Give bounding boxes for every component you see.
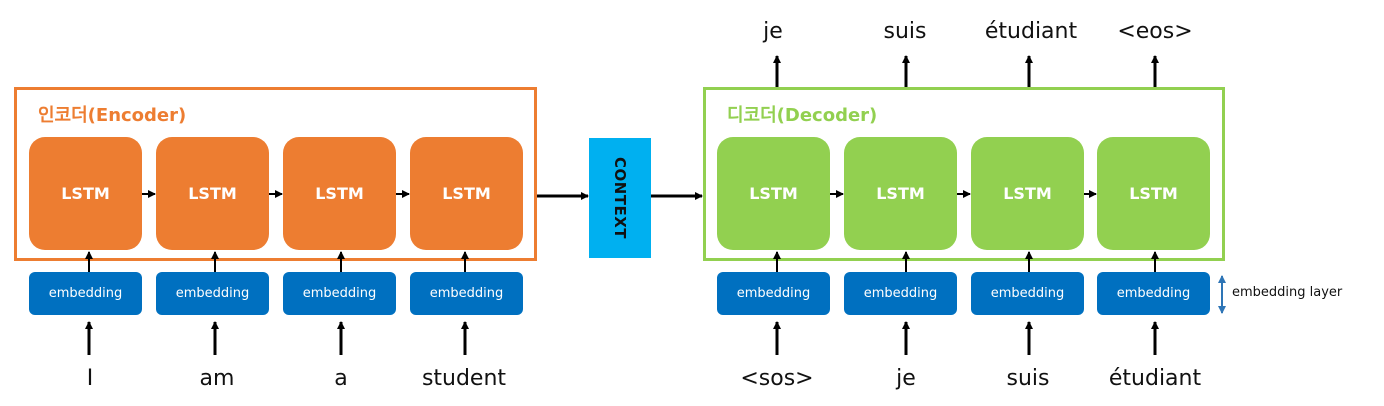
decoder-lstm-cell: LSTM bbox=[1097, 137, 1210, 250]
encoder-lstm-cell: LSTM bbox=[156, 137, 269, 250]
encoder-embedding: embedding bbox=[156, 272, 269, 315]
decoder-embedding: embedding bbox=[971, 272, 1084, 315]
decoder-title: 디코더(Decoder) bbox=[727, 105, 878, 126]
encoder-input-word: am bbox=[199, 366, 235, 391]
encoder-embedding: embedding bbox=[283, 272, 396, 315]
encoder-input-word: student bbox=[421, 366, 507, 391]
decoder-lstm-cell: LSTM bbox=[844, 137, 957, 250]
decoder-output-word: <eos> bbox=[1117, 19, 1193, 44]
embedding-layer-label: embedding layer bbox=[1232, 285, 1343, 300]
decoder-lstm-cell: LSTM bbox=[971, 137, 1084, 250]
decoder-embedding: embedding bbox=[844, 272, 957, 315]
decoder-output-word: suis bbox=[883, 19, 927, 44]
decoder-input-word: suis bbox=[1006, 366, 1050, 391]
decoder-output-word: je bbox=[763, 19, 783, 44]
encoder-input-word: I bbox=[86, 366, 94, 391]
encoder-box bbox=[14, 87, 537, 261]
decoder-input-word: je bbox=[896, 366, 916, 391]
encoder-lstm-cell: LSTM bbox=[283, 137, 396, 250]
encoder-embedding: embedding bbox=[410, 272, 523, 315]
decoder-lstm-cell: LSTM bbox=[717, 137, 830, 250]
decoder-embedding: embedding bbox=[1097, 272, 1210, 315]
encoder-lstm-cell: LSTM bbox=[29, 137, 142, 250]
decoder-box bbox=[703, 87, 1225, 261]
context-vector: CONTEXT bbox=[589, 138, 651, 258]
encoder-lstm-cell: LSTM bbox=[410, 137, 523, 250]
encoder-title: 인코더(Encoder) bbox=[38, 105, 187, 126]
decoder-input-word: étudiant bbox=[1108, 366, 1202, 391]
decoder-output-word: étudiant bbox=[984, 19, 1078, 44]
encoder-embedding: embedding bbox=[29, 272, 142, 315]
decoder-input-word: <sos> bbox=[740, 366, 814, 391]
encoder-input-word: a bbox=[334, 366, 348, 391]
decoder-embedding: embedding bbox=[717, 272, 830, 315]
